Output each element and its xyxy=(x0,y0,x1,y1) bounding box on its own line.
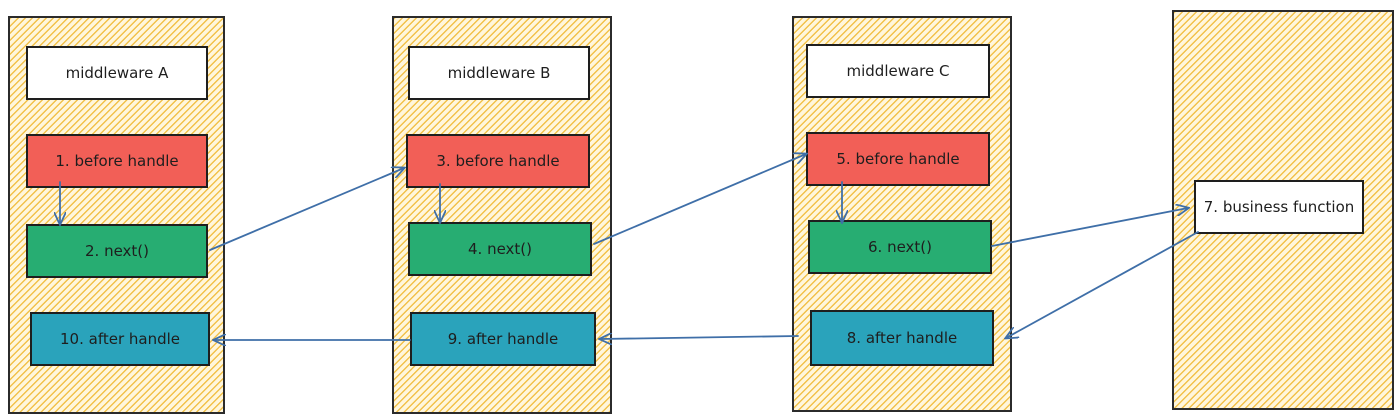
arrow-b-next-to-c-before xyxy=(593,154,806,245)
middleware-a-next: 2. next() xyxy=(26,224,208,278)
arrow-c-next-to-business xyxy=(991,208,1188,247)
arrow-a-next-to-b-before xyxy=(209,168,404,251)
middleware-a-after-handle: 10. after handle xyxy=(30,312,210,366)
middleware-c-next: 6. next() xyxy=(808,220,992,274)
arrow-c-after-to-b-after xyxy=(600,336,799,339)
middleware-b-title: middleware B xyxy=(408,46,590,100)
arrow-business-to-c-after xyxy=(1006,231,1199,338)
business-function-box: 7. business function xyxy=(1194,180,1364,234)
middleware-a-title: middleware A xyxy=(26,46,208,100)
middleware-b-after-handle: 9. after handle xyxy=(410,312,596,366)
middleware-c-title: middleware C xyxy=(806,44,990,98)
middleware-a-before-handle: 1. before handle xyxy=(26,134,208,188)
middleware-b-next: 4. next() xyxy=(408,222,592,276)
middleware-b-before-handle: 3. before handle xyxy=(406,134,590,188)
middleware-c-after-handle: 8. after handle xyxy=(810,310,994,366)
